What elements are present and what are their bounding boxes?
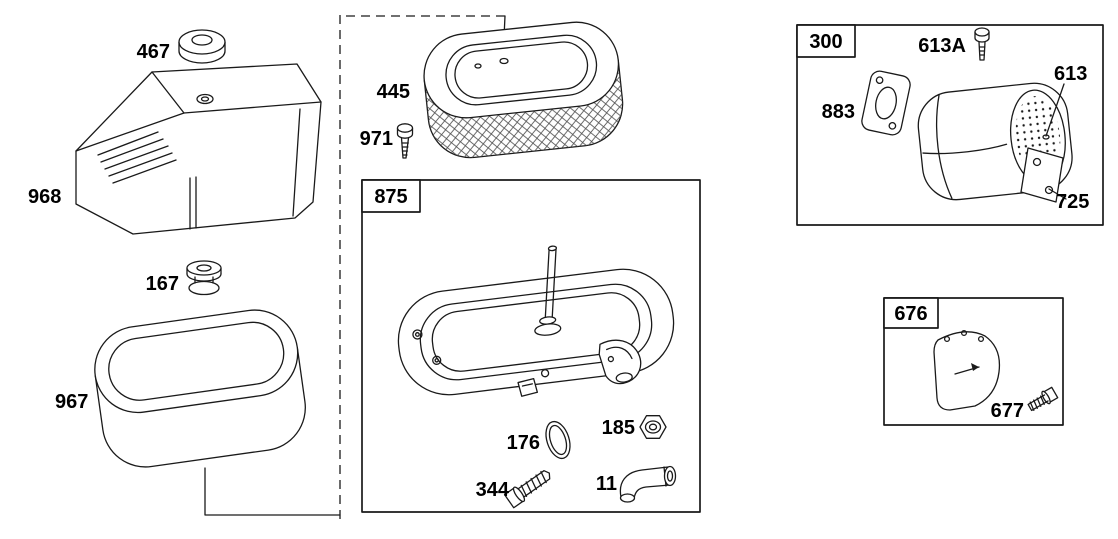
- mount-hole-2: [432, 355, 442, 365]
- group-box-300-border: [796, 24, 1104, 226]
- clip-bracket: [517, 377, 539, 397]
- label-725: 725: [1056, 191, 1089, 213]
- part-971-screw: [396, 123, 414, 159]
- part-167-grommet: [186, 260, 222, 296]
- part-613a-screw: [974, 27, 990, 61]
- label-968: 968: [28, 186, 61, 208]
- group-box-875-label-box: [361, 179, 421, 213]
- part-883-gasket: [861, 70, 911, 136]
- leader-line-725: [1048, 188, 1067, 200]
- group-box-300: 300 613A 883 613: [796, 24, 1104, 226]
- flange-hole: [1032, 157, 1042, 167]
- part-11-breather-tube: [619, 465, 677, 503]
- stud: [544, 248, 557, 330]
- part-677-bolt: [1027, 386, 1059, 412]
- label-613A: 613A: [918, 35, 966, 57]
- part-344-screw: [503, 470, 551, 509]
- group-box-676-label-box: [883, 297, 939, 329]
- label-676: 676: [894, 303, 927, 325]
- mount-hole-3: [540, 369, 550, 378]
- part-875-air-cleaner-base: [397, 245, 675, 397]
- part-185-nut: [639, 415, 667, 439]
- label-167: 167: [146, 273, 179, 295]
- vent-slots: [97, 131, 177, 184]
- boundary-corner-line: [204, 467, 341, 516]
- part-445-air-filter-cartridge: [423, 21, 624, 159]
- group-box-875-border: [361, 179, 701, 513]
- part-467-knob: [178, 29, 226, 64]
- label-613: 613: [1054, 63, 1087, 85]
- flange-hole-2: [1044, 185, 1054, 195]
- filter-hole-2: [474, 63, 482, 69]
- leader-line-613: [1045, 83, 1065, 137]
- label-11: 11: [596, 473, 617, 495]
- part-676-cover-plate: [933, 329, 1001, 411]
- label-300: 300: [809, 31, 842, 53]
- filter-hole: [499, 57, 509, 65]
- label-971: 971: [360, 128, 393, 150]
- group-box-300-label-box: [796, 24, 856, 58]
- label-445: 445: [377, 81, 410, 103]
- label-467: 467: [137, 41, 170, 63]
- label-875: 875: [374, 186, 407, 208]
- label-176: 176: [507, 432, 540, 454]
- label-185: 185: [602, 417, 635, 439]
- part-176-o-ring: [545, 420, 571, 460]
- label-967: 967: [55, 391, 88, 413]
- label-344: 344: [476, 479, 510, 501]
- group-box-676-border: [883, 297, 1064, 426]
- part-967-filter-housing: [94, 309, 306, 468]
- group-box-875: 875 176: [361, 179, 701, 513]
- mount-hole: [412, 329, 423, 340]
- outlet-fitting: [598, 339, 642, 385]
- label-677: 677: [991, 400, 1024, 422]
- part-968-air-cleaner-cover: [75, 63, 322, 235]
- label-883: 883: [822, 101, 855, 123]
- group-box-676: 676 677: [883, 297, 1064, 426]
